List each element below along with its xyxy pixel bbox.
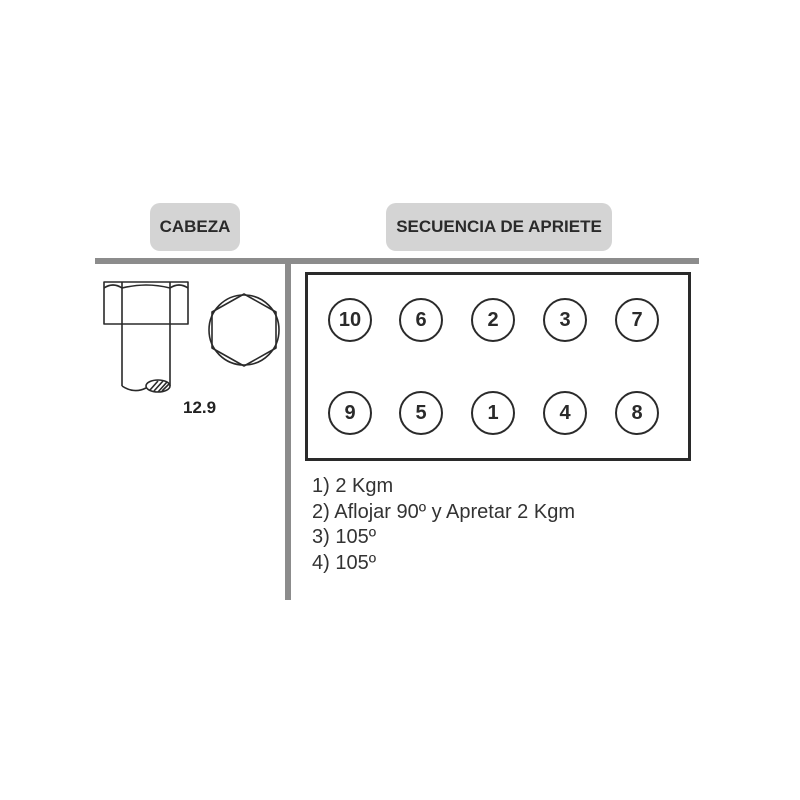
tightening-step: 2) Aflojar 90º y Apretar 2 Kgm <box>312 500 575 523</box>
bolt-drawing <box>103 281 280 393</box>
bolt-position-bottom-2: 5 <box>399 391 443 435</box>
hex-bolt-top-icon <box>208 293 280 367</box>
hex-bolt-side-icon <box>103 281 189 393</box>
secuencia-header: SECUENCIA DE APRIETE <box>386 203 612 251</box>
tightening-step: 4) 105º <box>312 551 377 574</box>
tightening-steps-list: 1) 2 Kgm 2) Aflojar 90º y Apretar 2 Kgm … <box>312 474 575 576</box>
bolt-position-bottom-3: 1 <box>471 391 515 435</box>
bolt-position-bottom-1: 9 <box>328 391 372 435</box>
horizontal-divider <box>95 258 699 264</box>
bolt-position-top-2: 6 <box>399 298 443 342</box>
tightening-step: 3) 105º <box>312 526 377 548</box>
tightening-step: 1) 2 Kgm <box>312 475 394 497</box>
bolt-position-top-5: 7 <box>615 298 659 342</box>
bolt-grade-label: 12.9 <box>183 398 217 417</box>
tightening-sequence-box: 10 6 2 3 7 9 5 1 4 8 <box>305 272 691 461</box>
bolt-position-top-4: 3 <box>543 298 587 342</box>
bolt-position-bottom-4: 4 <box>543 391 587 435</box>
bolt-position-bottom-5: 8 <box>615 391 659 435</box>
vertical-divider <box>285 262 291 600</box>
bolt-position-top-1: 10 <box>328 298 372 342</box>
cabeza-header: CABEZA <box>150 203 240 251</box>
bolt-position-top-3: 2 <box>471 298 515 342</box>
